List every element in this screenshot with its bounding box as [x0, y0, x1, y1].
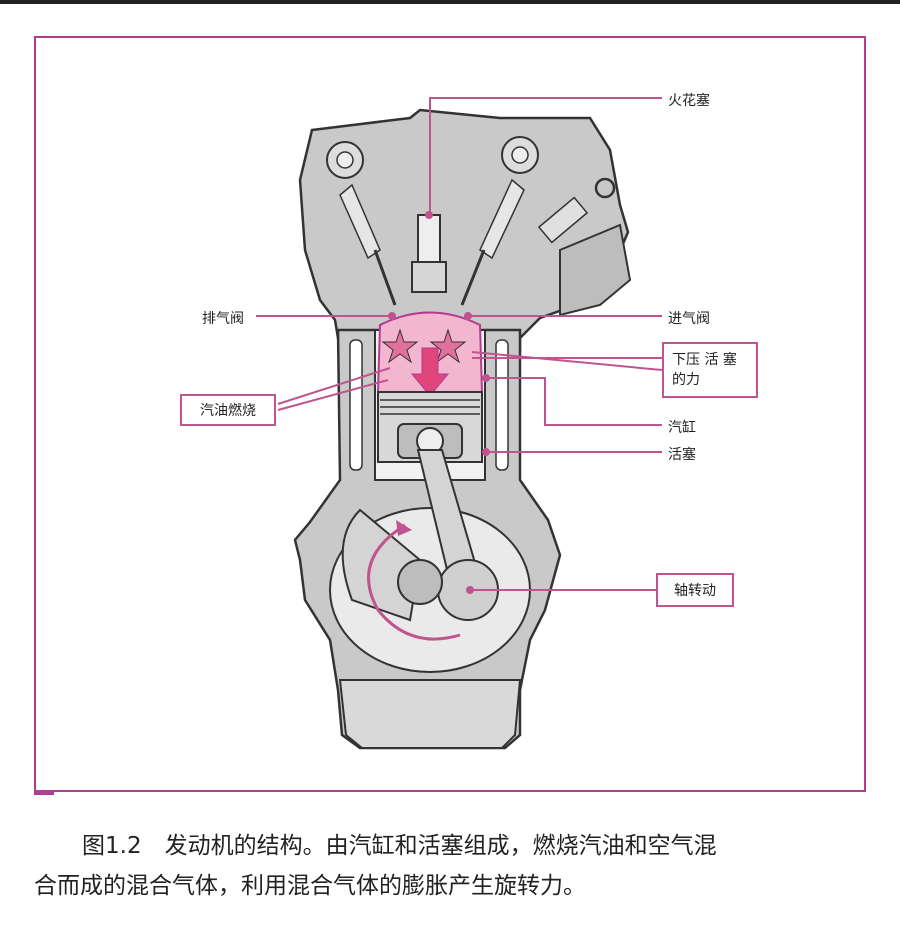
label-cylinder: 汽缸 [668, 417, 696, 437]
label-intake-valve: 进气阀 [668, 308, 710, 328]
callout-combustion: 汽油燃烧 [180, 394, 276, 426]
callout-force-on-piston: 下压 活 塞 的力 [662, 342, 758, 398]
label-force-line2: 的力 [672, 370, 700, 390]
callout-shaft-rotation: 轴转动 [656, 573, 734, 607]
label-combustion: 汽油燃烧 [200, 400, 256, 420]
label-force-line1: 下压 活 塞 [672, 350, 737, 370]
figure-caption: 图1.2 发动机的结构。由汽缸和活塞组成，燃烧汽油和空气混 合而成的混合气体，利… [34, 826, 874, 906]
label-spark-plug: 火花塞 [668, 90, 710, 110]
caption-line-1: 图1.2 发动机的结构。由汽缸和活塞组成，燃烧汽油和空气混 [34, 826, 874, 866]
label-piston: 活塞 [668, 444, 696, 464]
label-exhaust-valve: 排气阀 [202, 308, 244, 328]
caption-line-2: 合而成的混合气体，利用混合气体的膨胀产生旋转力。 [34, 866, 874, 906]
oil-pan [340, 680, 520, 748]
coolant-channel-right [496, 340, 508, 470]
coolant-channel-left [350, 340, 362, 470]
label-shaft: 轴转动 [674, 580, 716, 600]
